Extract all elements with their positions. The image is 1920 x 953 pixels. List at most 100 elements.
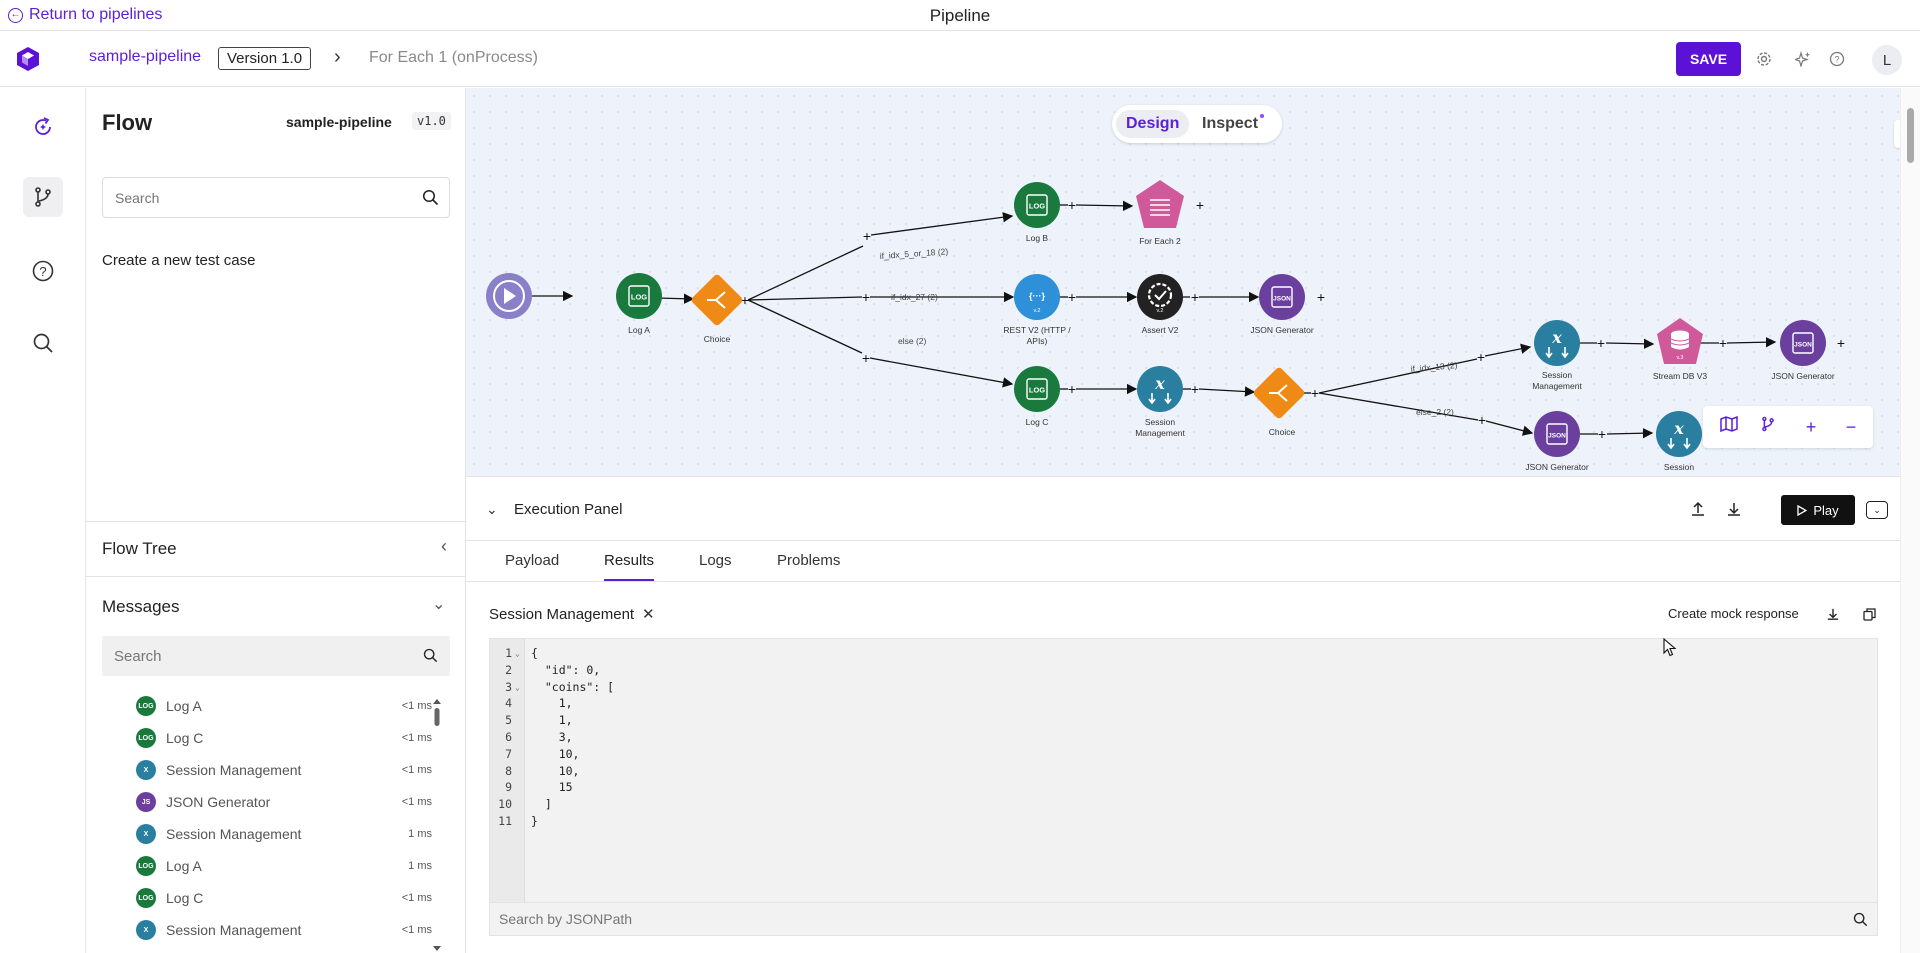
message-duration: 1 ms (408, 860, 432, 872)
play-icon (1797, 504, 1808, 516)
help-icon[interactable]: ? (1827, 49, 1847, 69)
fold-chevron-icon[interactable]: ⌄ (515, 682, 520, 692)
svg-text:+: + (1196, 197, 1204, 213)
execution-panel-header: ⌄ Execution Panel Play ⌄ (466, 476, 1900, 541)
svg-text:Log A: Log A (628, 325, 650, 335)
chevron-down-icon[interactable]: ⌄ (432, 596, 446, 613)
messages-search-input[interactable] (102, 636, 402, 676)
flow-version-badge: v1.0 (412, 112, 451, 130)
upload-icon[interactable] (1688, 499, 1708, 519)
help-icon[interactable]: ? (23, 251, 63, 291)
svg-text:+: + (1598, 426, 1606, 442)
settings-icon[interactable] (1754, 49, 1774, 69)
svg-text:JSON: JSON (1273, 296, 1291, 303)
for-each-2-node[interactable]: For Each 2 (1136, 180, 1184, 246)
messages-search (102, 636, 450, 676)
start-node[interactable] (486, 273, 532, 319)
version-badge[interactable]: Version 1.0 (218, 47, 312, 70)
chevron-left-icon[interactable]: ‹ (441, 536, 447, 556)
flow-search-input[interactable] (103, 178, 403, 217)
svg-text:+: + (862, 289, 870, 305)
left-rail: ? (0, 88, 86, 953)
play-button[interactable]: Play (1781, 495, 1855, 525)
svg-text:Assert V2: Assert V2 (1142, 325, 1179, 335)
zoom-out-icon[interactable]: − (1845, 416, 1857, 437)
tab-payload[interactable]: Payload (505, 552, 560, 569)
flow-pipeline-name: sample-pipeline (286, 114, 392, 130)
json-generator-node[interactable]: JSON JSON Generator (1250, 274, 1314, 335)
tab-logs[interactable]: Logs (699, 552, 732, 569)
session-management-node[interactable]: x Session Management (1135, 366, 1185, 438)
tab-results[interactable]: Results (604, 552, 655, 581)
design-mode-button[interactable]: Design (1116, 110, 1190, 138)
pipeline-canvas[interactable]: +++ +++ ++ +++ +++ ++ +++ + if_idx_5_or_… (466, 88, 1900, 476)
search-icon[interactable] (1853, 912, 1868, 927)
log-a-node[interactable]: LOG Log A (616, 273, 662, 335)
svg-text:v.2: v.2 (1034, 308, 1041, 314)
stream-db-v3-node[interactable]: v.3 Stream DB V3 (1653, 318, 1708, 381)
play-options-dropdown[interactable]: ⌄ (1866, 501, 1888, 519)
canvas-toolbar: + − (1703, 406, 1873, 448)
choice-node[interactable]: Choice (1252, 366, 1306, 437)
sparkle-icon[interactable] (1793, 49, 1813, 69)
minimap-icon[interactable] (1720, 416, 1742, 438)
session-management-node[interactable]: x Session (1656, 411, 1702, 472)
svg-text:+: + (863, 228, 871, 244)
json-generator-node[interactable]: JSON JSON Generator (1771, 320, 1835, 381)
inspect-mode-button[interactable]: Inspect (1192, 110, 1268, 138)
json-generator-node[interactable]: JSON JSON Generator (1525, 411, 1589, 472)
choice-node[interactable]: Choice (690, 273, 744, 344)
svg-text:+: + (1191, 381, 1199, 397)
breadcrumb[interactable]: For Each 1 (onProcess) (369, 49, 538, 66)
svg-text:+: + (1477, 349, 1485, 365)
node-type-icon: X (136, 760, 156, 780)
svg-text:+: + (741, 292, 749, 308)
refresh-icon[interactable] (23, 107, 63, 147)
flow-tree-section[interactable]: Flow Tree ‹ (86, 521, 465, 577)
search-icon[interactable] (422, 189, 439, 206)
branch-icon[interactable] (23, 177, 63, 217)
chevron-down-icon[interactable]: ⌄ (486, 501, 498, 517)
svg-text:Choice: Choice (704, 334, 731, 344)
zoom-in-icon[interactable]: + (1805, 416, 1817, 437)
svg-text:JSON Generator: JSON Generator (1525, 462, 1588, 472)
pipeline-name[interactable]: sample-pipeline (89, 48, 202, 65)
fold-chevron-icon[interactable]: ⌄ (515, 649, 520, 658)
log-b-node[interactable]: LOG Log B (1014, 182, 1060, 243)
create-test-case-link[interactable]: Create a new test case (102, 252, 256, 269)
copy-icon[interactable] (1860, 605, 1878, 623)
session-management-node[interactable]: x Session Management (1532, 320, 1582, 391)
jsonpath-search-input[interactable] (490, 903, 1790, 935)
search-icon[interactable] (23, 323, 63, 363)
message-duration: 1 ms (408, 828, 432, 840)
collapse-panel-icon[interactable]: ‹ (1894, 120, 1900, 148)
message-node-name: Session Management (166, 826, 302, 842)
create-mock-response-button[interactable]: Create mock response (1668, 606, 1799, 621)
user-avatar[interactable]: L (1872, 45, 1902, 75)
messages-scrollbar[interactable] (433, 698, 441, 952)
search-icon[interactable] (423, 648, 438, 663)
log-c-node[interactable]: LOG Log C (1014, 366, 1060, 427)
page-scrollbar[interactable] (1900, 88, 1920, 953)
save-button[interactable]: SAVE (1676, 42, 1741, 76)
rest-v2-node[interactable]: {···} v.2 REST V2 (HTTP / APIs) (1003, 274, 1071, 346)
close-icon[interactable]: ✕ (642, 606, 655, 623)
download-icon[interactable] (1724, 499, 1744, 519)
return-to-pipelines-link[interactable]: ← Return to pipelines (8, 6, 162, 24)
branch-layout-icon[interactable] (1760, 416, 1782, 438)
assert-v2-node[interactable]: v.2 Assert V2 (1137, 274, 1183, 335)
svg-text:APIs): APIs) (1027, 336, 1048, 346)
app-logo-icon[interactable] (16, 46, 40, 72)
download-icon[interactable] (1824, 605, 1842, 623)
tab-problems[interactable]: Problems (777, 552, 841, 569)
play-label: Play (1813, 502, 1839, 518)
